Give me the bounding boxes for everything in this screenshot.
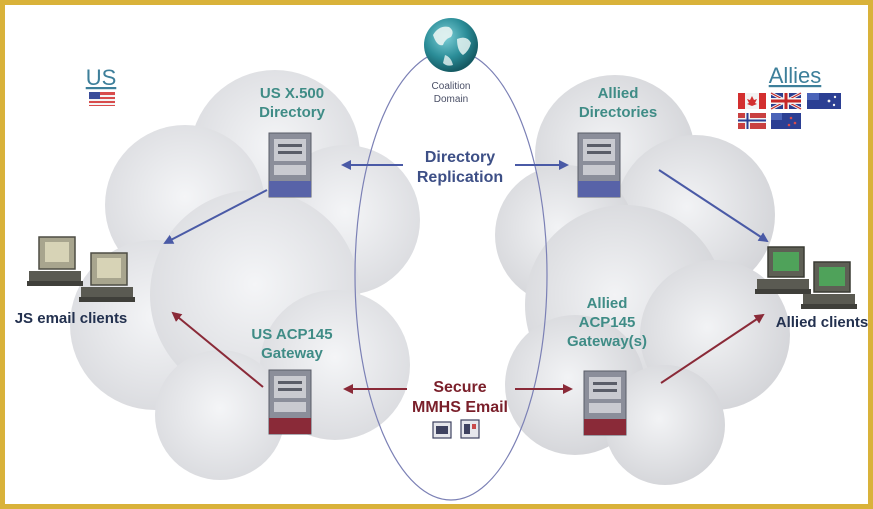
replication-label-line1: Directory <box>425 149 495 166</box>
us-client-computer-icon-2 <box>79 252 135 302</box>
norway-flag-icon <box>738 113 766 129</box>
us-region-label: US <box>86 65 117 90</box>
new-zealand-flag-icon <box>771 113 801 129</box>
australia-flag-icon <box>807 93 841 109</box>
us-gateway-to-clients-arrow <box>171 311 264 388</box>
network-diagram: Coalition Domain US Allies <box>15 18 869 501</box>
allied-directories-label-line2: Directories <box>579 104 657 121</box>
canada-flag-icon <box>738 93 766 109</box>
allies-region-label: Allies <box>769 63 822 88</box>
email-document-icon <box>432 421 452 439</box>
uk-flag-icon <box>770 91 802 111</box>
us-directory-label-line2: Directory <box>259 104 326 121</box>
allied-gateway-to-clients-arrow <box>660 313 765 384</box>
secure-email-label-line2: MMHS Email <box>412 399 508 416</box>
us-gateway-label-line2: Gateway <box>261 345 323 362</box>
allies-cloud <box>495 75 790 485</box>
allied-gateway-label-line1: Allied <box>587 295 628 312</box>
allied-directory-server-icon <box>577 132 621 198</box>
coalition-label-line2: Domain <box>434 94 468 105</box>
secure-document-icon <box>460 419 480 439</box>
us-client-computer-icon-1 <box>27 236 83 286</box>
us-gateway-label-line1: US ACP145 <box>251 326 332 343</box>
allied-directory-to-clients-arrow <box>658 169 769 243</box>
us-gateway-server-icon <box>268 369 312 435</box>
allied-gateway-server-icon <box>583 370 627 436</box>
globe-icon <box>424 18 478 72</box>
allied-gateway-label-line3: Gateway(s) <box>567 333 647 350</box>
allied-directories-label-line1: Allied <box>598 85 639 102</box>
us-flag-icon <box>89 92 115 106</box>
allied-client-computer-icon-1 <box>755 246 811 294</box>
replication-label-line2: Replication <box>417 169 503 186</box>
allied-client-computer-icon-2 <box>801 261 857 309</box>
us-directory-server-icon <box>268 132 312 198</box>
allied-gateway-label-line2: ACP145 <box>579 314 636 331</box>
allied-clients-label: Allied clients <box>776 314 869 331</box>
coalition-label-line1: Coalition <box>432 81 471 92</box>
us-directory-label-line1: US X.500 <box>260 85 324 102</box>
us-directory-to-clients-arrow <box>163 189 268 244</box>
secure-email-label-line1: Secure <box>433 379 486 396</box>
us-clients-label: JS email clients <box>15 310 128 327</box>
